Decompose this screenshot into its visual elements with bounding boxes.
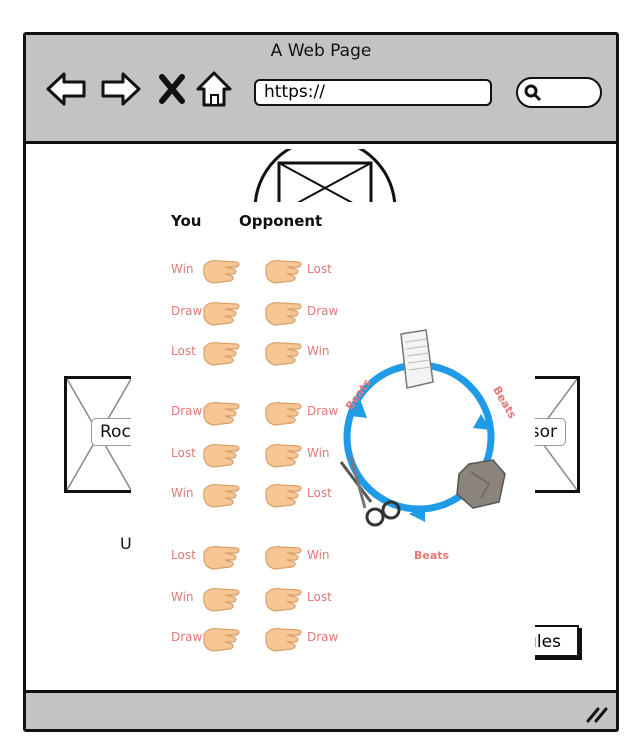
- search-icon: [524, 84, 542, 102]
- you-outcome-label: Win: [171, 486, 194, 500]
- opponent-outcome-label: Win: [307, 446, 330, 460]
- you-outcome-label: Lost: [171, 446, 196, 460]
- you-outcome-label: Win: [171, 262, 194, 276]
- you-outcome-label: Draw: [171, 304, 203, 318]
- resize-handle-icon[interactable]: [584, 705, 608, 723]
- you-hand-icon: [203, 443, 240, 468]
- window-title: A Web Page: [270, 41, 372, 61]
- you-outcome-label: Lost: [171, 548, 196, 562]
- opponent-outcome-label: Lost: [307, 590, 332, 604]
- logo-image-placeholder: [253, 149, 397, 209]
- home-icon[interactable]: [194, 69, 234, 109]
- you-hand-icon: [203, 341, 240, 366]
- opponent-hand-icon: [265, 259, 302, 284]
- you-hand-icon: [203, 401, 240, 426]
- you-hand-icon: [203, 483, 240, 508]
- rock-icon: [456, 459, 506, 509]
- rps-cycle-diagram: [339, 329, 506, 527]
- opponent-hand-icon: [265, 545, 302, 570]
- opponent-hand-icon: [265, 341, 302, 366]
- opponent-outcome-label: Win: [307, 344, 330, 358]
- beats-label-bottom: Beats: [414, 549, 450, 562]
- column-header-you: You: [171, 212, 202, 230]
- opponent-hand-icon: [265, 627, 302, 652]
- url-field[interactable]: https://: [254, 79, 492, 106]
- opponent-hand-icon: [265, 587, 302, 612]
- you-hand-icon: [203, 301, 240, 326]
- opponent-hand-icon: [265, 401, 302, 426]
- you-outcome-label: Draw: [171, 630, 203, 644]
- you-outcome-label: Lost: [171, 344, 196, 358]
- scissors-icon: [339, 456, 401, 527]
- status-bar: [26, 690, 616, 729]
- opponent-outcome-label: Lost: [307, 262, 332, 276]
- you-hand-icon: [203, 259, 240, 284]
- column-header-opponent: Opponent: [239, 212, 323, 230]
- stop-x-icon[interactable]: [154, 69, 190, 109]
- you-outcome-label: Win: [171, 590, 194, 604]
- opponent-hand-icon: [265, 483, 302, 508]
- opponent-hand-icon: [265, 301, 302, 326]
- forward-arrow-icon[interactable]: [99, 69, 143, 109]
- score-label-left: U: [120, 534, 132, 553]
- you-hand-icon: [203, 627, 240, 652]
- you-hand-icon: [203, 545, 240, 570]
- opponent-outcome-label: Win: [307, 548, 330, 562]
- you-outcome-label: Draw: [171, 404, 203, 418]
- opponent-outcome-label: Draw: [307, 630, 339, 644]
- opponent-outcome-label: Draw: [307, 304, 339, 318]
- opponent-hand-icon: [265, 443, 302, 468]
- title-bar: A Web Page https://: [26, 35, 616, 144]
- opponent-outcome-label: Draw: [307, 404, 339, 418]
- opponent-outcome-label: Lost: [307, 486, 332, 500]
- back-arrow-icon[interactable]: [44, 69, 88, 109]
- search-field[interactable]: [516, 77, 602, 108]
- you-hand-icon: [203, 587, 240, 612]
- paper-icon: [400, 329, 434, 389]
- browser-window: A Web Page https:// Rock: [23, 32, 619, 732]
